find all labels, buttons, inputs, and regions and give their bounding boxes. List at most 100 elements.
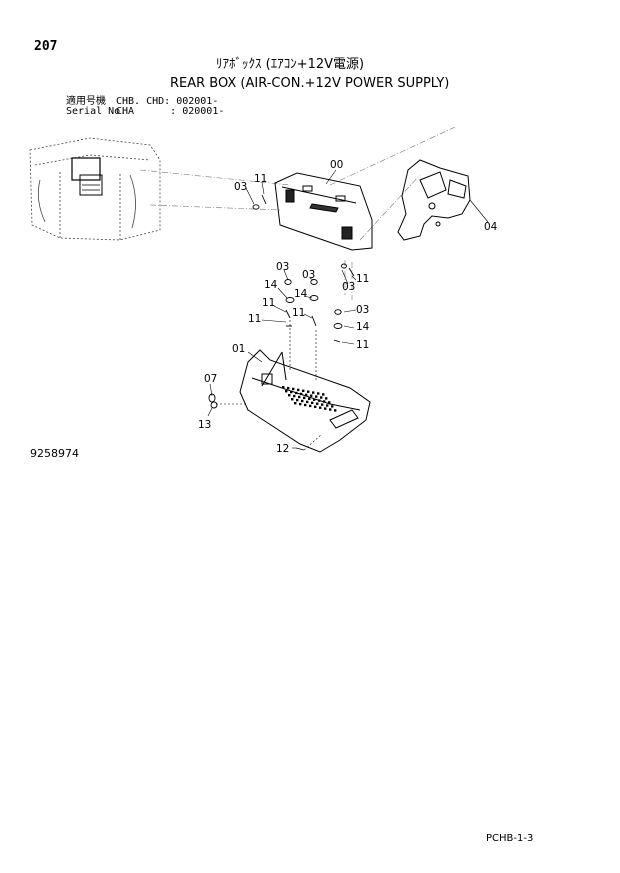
bolt-icon bbox=[311, 315, 317, 327]
grille-hole bbox=[334, 409, 337, 412]
part-label-11: 11 bbox=[356, 273, 369, 285]
machine-locator-sketch bbox=[29, 137, 161, 241]
grille-hole bbox=[322, 393, 325, 396]
clip-icon bbox=[208, 393, 216, 403]
applicability-value-jp: CHB. CHD: 002001- bbox=[116, 96, 219, 107]
part-label-11: 11 bbox=[356, 339, 369, 351]
nut-icon bbox=[310, 279, 318, 285]
part-reference-labels: 00 03 11 04 03 03 11 03 14 14 11 11 11 0… bbox=[198, 159, 498, 455]
right-bracket bbox=[397, 159, 471, 241]
bolt-icon bbox=[348, 267, 355, 277]
nut-icon bbox=[284, 279, 292, 285]
grille-hole bbox=[301, 399, 304, 403]
grille-hole bbox=[285, 390, 288, 393]
grille-hole bbox=[318, 399, 321, 402]
applicability-label-jp: 適用号機 bbox=[66, 96, 106, 107]
part-label-03: 03 bbox=[276, 261, 289, 273]
grille-hole bbox=[315, 395, 318, 398]
part-label-03: 03 bbox=[302, 269, 315, 281]
grille-hole bbox=[302, 389, 305, 392]
grille-hole bbox=[321, 403, 324, 406]
grille-hole bbox=[290, 390, 293, 394]
reference-guide-lines bbox=[139, 126, 456, 300]
washer-icon bbox=[309, 295, 319, 301]
grille-hole bbox=[304, 403, 307, 407]
grille-hole bbox=[309, 404, 312, 408]
part-label-14: 14 bbox=[264, 279, 278, 291]
part-label-11: 11 bbox=[248, 313, 261, 325]
fasteners bbox=[208, 194, 355, 451]
screw-icon bbox=[295, 447, 305, 451]
grille-hole bbox=[317, 392, 320, 395]
bolt-icon bbox=[261, 194, 267, 205]
grille-hole bbox=[314, 405, 317, 408]
grille-hole bbox=[323, 400, 326, 403]
nut-icon bbox=[334, 309, 342, 315]
grille-hole bbox=[312, 391, 315, 394]
grille-hole bbox=[325, 397, 328, 400]
grille-hole bbox=[293, 394, 296, 398]
grille-hole bbox=[296, 398, 299, 402]
serial-number-value: CHA : 020001- bbox=[116, 106, 225, 117]
grille-hole bbox=[300, 392, 303, 396]
part-label-14: 14 bbox=[294, 288, 308, 300]
part-label-13: 13 bbox=[198, 419, 211, 431]
grille-hole bbox=[313, 398, 316, 401]
grille-hole bbox=[331, 405, 334, 408]
grille-hole bbox=[306, 400, 309, 404]
grille-hole bbox=[288, 394, 291, 397]
page-number: 207 bbox=[34, 39, 58, 54]
part-label-14: 14 bbox=[356, 321, 370, 333]
bolt-icon bbox=[285, 309, 291, 319]
grille-hole bbox=[320, 396, 323, 399]
drawing-number: 9258974 bbox=[30, 447, 79, 460]
grille-hole bbox=[307, 390, 310, 393]
part-label-07: 07 bbox=[204, 373, 217, 385]
part-label-11: 11 bbox=[254, 173, 267, 185]
grille-hole bbox=[297, 388, 300, 392]
grille-hole bbox=[287, 386, 290, 390]
upper-cover-panel bbox=[274, 172, 373, 251]
grille-hole bbox=[294, 402, 297, 405]
part-label-12: 12 bbox=[276, 443, 289, 455]
grille-hole bbox=[326, 404, 329, 407]
washer-icon bbox=[333, 323, 343, 329]
bolt-icon bbox=[333, 339, 341, 343]
nut-icon bbox=[252, 204, 260, 210]
grille-hole bbox=[295, 391, 298, 395]
part-label-11: 11 bbox=[262, 297, 275, 309]
grille-hole bbox=[282, 386, 285, 389]
grille-hole bbox=[328, 401, 331, 404]
grille-hole bbox=[329, 408, 332, 411]
clip-icon bbox=[210, 401, 218, 409]
part-label-00: 00 bbox=[330, 159, 343, 171]
part-label-04: 04 bbox=[484, 221, 498, 233]
washer-icon bbox=[285, 297, 295, 303]
grille-hole bbox=[308, 397, 311, 400]
grille-hole bbox=[291, 398, 294, 401]
part-label-11: 11 bbox=[292, 307, 305, 319]
page-title-japanese: ﾘｱﾎﾞｯｸｽ (ｴｱｺﾝ+12V電源) bbox=[216, 57, 365, 72]
part-label-01: 01 bbox=[232, 343, 245, 355]
part-label-03: 03 bbox=[342, 281, 355, 293]
grille-hole bbox=[310, 394, 313, 397]
rear-box-main bbox=[239, 349, 371, 453]
grille-hole bbox=[303, 396, 306, 400]
ventilation-grille bbox=[282, 386, 337, 412]
grille-hole bbox=[299, 402, 302, 406]
grille-hole bbox=[316, 402, 319, 405]
grille-hole bbox=[311, 401, 314, 404]
grille-hole bbox=[298, 395, 301, 399]
page-title-english: REAR BOX (AIR-CON.+12V POWER SUPPLY) bbox=[170, 76, 450, 91]
grille-hole bbox=[324, 407, 327, 410]
grille-hole bbox=[319, 406, 322, 409]
page-code: PCHB-1-3 bbox=[486, 833, 534, 844]
nut-icon bbox=[341, 263, 347, 269]
leader-lines bbox=[207, 169, 489, 451]
part-label-03: 03 bbox=[356, 304, 369, 316]
serial-number-label: Serial No. bbox=[66, 106, 127, 117]
part-label-03: 03 bbox=[234, 181, 247, 193]
grille-hole bbox=[305, 393, 308, 396]
